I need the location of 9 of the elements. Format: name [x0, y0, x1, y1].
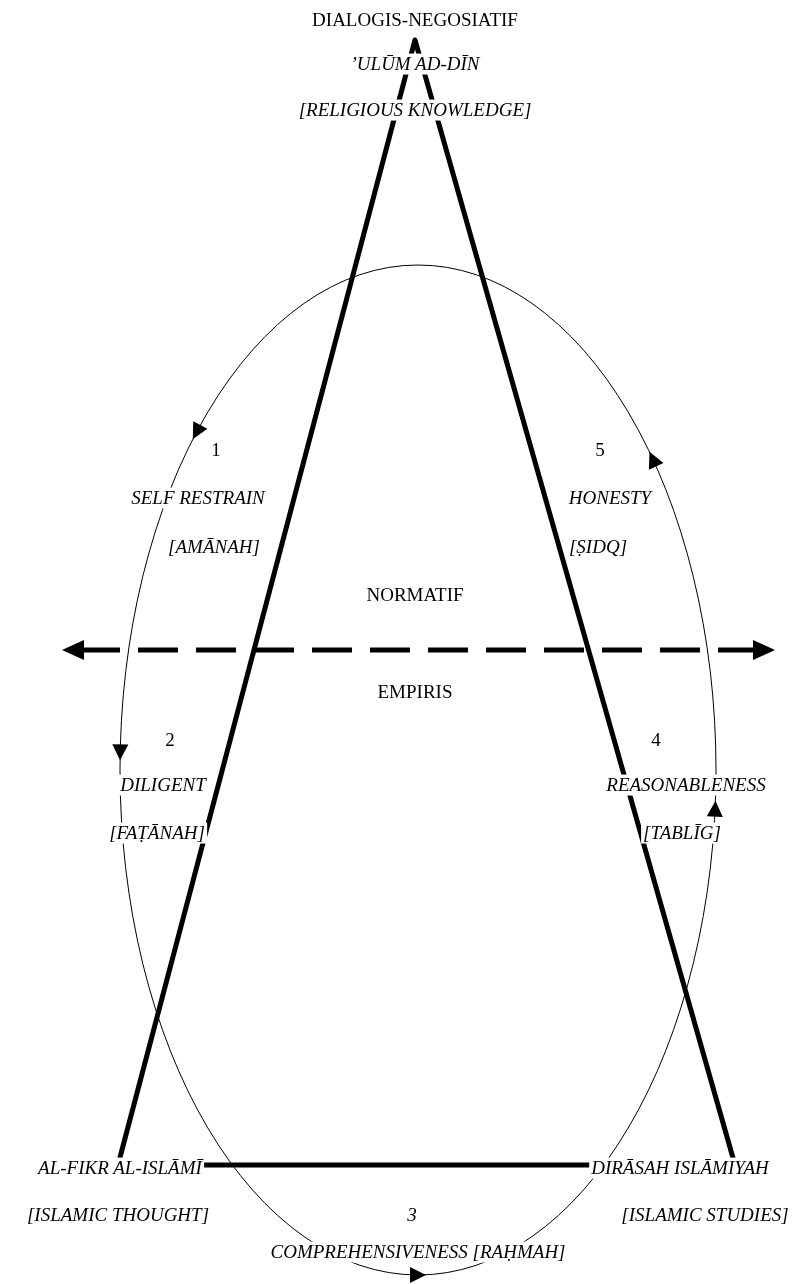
label-text: [TABLĪG] [641, 822, 723, 844]
label-text: [RELIGIOUS KNOWLEDGE] [296, 99, 534, 121]
label-text: [AMĀNAH] [166, 536, 262, 558]
label-text: REASONABLENESS [604, 774, 768, 796]
label-text: DIRĀSAH ISLĀMIYAH [589, 1157, 771, 1179]
label-text: SELF RESTRAIN [129, 487, 267, 509]
label-text: DILIGENT [118, 774, 208, 796]
label-text: COMPREHENSIVENESS [RAḤMAH] [268, 1241, 568, 1263]
label-text: [FAṬĀNAH] [107, 822, 207, 844]
